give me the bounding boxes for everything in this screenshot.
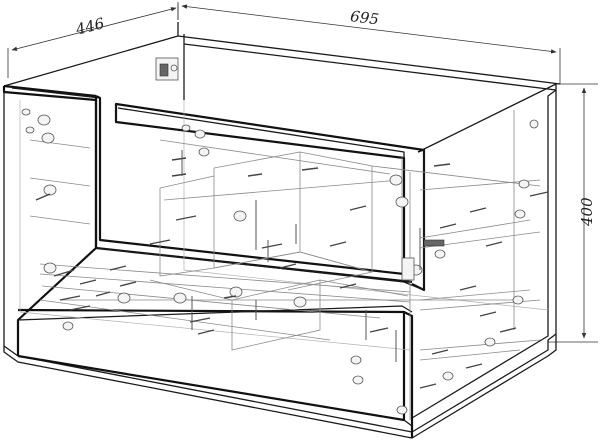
- top-drawer-front: [94, 95, 426, 292]
- depth-dimension: 446: [7, 4, 179, 78]
- width-dimension-label: 695: [349, 7, 380, 28]
- cam-locks: [21, 108, 539, 415]
- vertical-pins: [181, 150, 421, 362]
- bottom-panel: [3, 346, 413, 439]
- cabinet-carcass: [2, 22, 561, 439]
- dimension-annotations: 446 695 400: [7, 2, 598, 343]
- right-side-panel: [411, 83, 557, 419]
- height-dimension: 400: [548, 83, 598, 343]
- drawer-stop-block: [401, 239, 445, 281]
- depth-dimension-label: 446: [73, 14, 107, 39]
- left-side-panel: [2, 86, 98, 356]
- dowels: [35, 157, 549, 389]
- height-dimension-label: 400: [578, 197, 596, 227]
- fittings: [21, 57, 549, 415]
- bottom-drawer-front: [17, 305, 414, 438]
- width-dimension: 695: [177, 2, 561, 84]
- wall-hanging-bracket: [155, 57, 179, 81]
